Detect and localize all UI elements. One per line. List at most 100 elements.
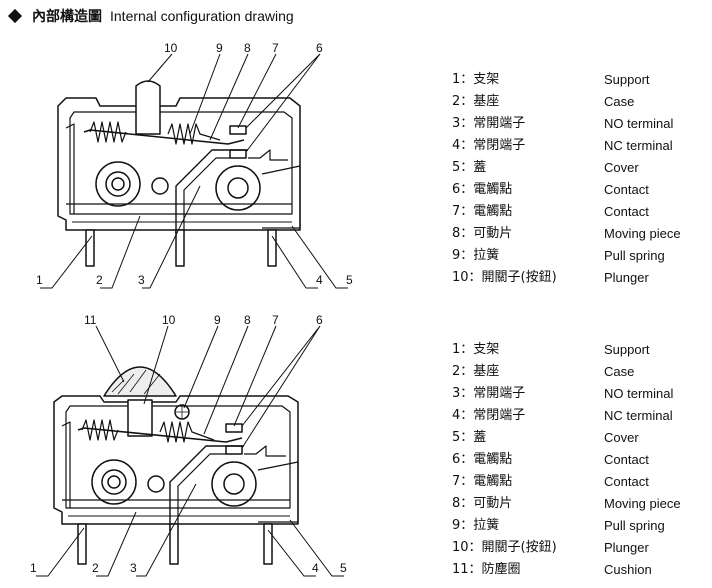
nc-terminal-bracket xyxy=(248,149,288,161)
support-1 xyxy=(65,123,75,214)
inner-chamber xyxy=(69,111,293,215)
legend-1: 1：支架 Support 2：基座 Case 3：常開端子 NO termina… xyxy=(452,70,708,290)
legend-part-en: Plunger xyxy=(604,270,649,285)
legend-row: 7：電觸點 Contact xyxy=(452,472,708,492)
legend-row: 8：可動片 Moving piece xyxy=(452,224,708,244)
pull-spring-right xyxy=(167,123,221,145)
legend-row: 7：電觸點 Contact xyxy=(452,202,708,222)
switch-diagram-2: 11 10 9 8 7 6 1 2 3 4 5 xyxy=(30,313,347,577)
callout-1: 1 xyxy=(36,273,43,287)
terminal-leg-1 xyxy=(85,229,95,267)
callout-10: 10 xyxy=(164,41,178,55)
legend-part-zh: 8：可動片 xyxy=(452,226,513,241)
legend-part-zh: 6：電觸點 xyxy=(452,182,513,197)
legend-part-en: Case xyxy=(604,364,635,379)
rivet-left xyxy=(91,459,137,505)
callout-2: 2 xyxy=(96,273,103,287)
legend-part-zh: 1：支架 xyxy=(452,72,500,87)
legend-part-zh: 3：常開端子 xyxy=(452,116,526,131)
callout-3: 3 xyxy=(130,561,137,575)
header-title-en: Internal configuration drawing xyxy=(110,8,294,24)
legend-part-zh: 1：支架 xyxy=(452,342,500,357)
moving-piece-8 xyxy=(83,129,245,145)
terminal-leg-4 xyxy=(263,523,273,565)
legend-part-zh: 11：防塵圈 xyxy=(452,562,521,577)
legend-part-zh: 5：蓋 xyxy=(452,160,487,175)
legend-part-zh: 6：電觸點 xyxy=(452,452,513,467)
legend-part-en: Plunger xyxy=(604,540,649,555)
callout-2: 2 xyxy=(92,561,99,575)
housing-outline xyxy=(53,395,299,525)
legend-2: 1：支架 Support 2：基座 Case 3：常開端子 NO termina… xyxy=(452,340,708,582)
legend-part-zh: 7：電觸點 xyxy=(452,204,513,219)
support-1 xyxy=(61,421,71,508)
legend-part-zh: 5：蓋 xyxy=(452,430,487,445)
legend-row: 11：防塵圈 Cushion xyxy=(452,560,708,580)
legend-row: 9：拉簧 Pull spring xyxy=(452,246,708,266)
callout-4: 4 xyxy=(316,273,323,287)
legend-row: 1：支架 Support xyxy=(452,70,708,90)
legend-row: 5：蓋 Cover xyxy=(452,158,708,178)
switch-diagram-1: 10 9 8 7 6 1 2 3 4 5 xyxy=(36,41,353,289)
legend-row: 3：常開端子 NO terminal xyxy=(452,384,708,404)
legend-row: 4：常閉端子 NC terminal xyxy=(452,136,708,156)
callout-3: 3 xyxy=(138,273,145,287)
rivet-right xyxy=(215,165,261,211)
contact-7 xyxy=(225,423,243,433)
legend-part-zh: 8：可動片 xyxy=(452,496,513,511)
legend-row: 3：常開端子 NO terminal xyxy=(452,114,708,134)
callout-9: 9 xyxy=(214,313,221,327)
legend-row: 9：拉簧 Pull spring xyxy=(452,516,708,536)
callout-5: 5 xyxy=(346,273,353,287)
legend-row: 6：電觸點 Contact xyxy=(452,180,708,200)
legend-part-en: Pull spring xyxy=(604,518,665,533)
legend-part-en: Moving piece xyxy=(604,496,681,511)
legend-part-en: Case xyxy=(604,94,635,109)
no-terminal-strip xyxy=(169,445,244,530)
page-header: 內部構造圖 Internal configuration drawing xyxy=(7,4,294,28)
rivet-left xyxy=(95,161,141,207)
legend-part-en: Cover xyxy=(604,430,639,445)
terminal-leg-4 xyxy=(267,229,277,267)
legend-row: 10：開關子(按鈕) Plunger xyxy=(452,268,708,288)
legend-part-en: Cushion xyxy=(604,562,652,577)
callout-6: 6 xyxy=(316,41,323,55)
rivet-small xyxy=(151,177,169,195)
legend-part-zh: 10：開關子(按鈕) xyxy=(452,270,557,285)
callout-8: 8 xyxy=(244,41,251,55)
legend-part-zh: 3：常開端子 xyxy=(452,386,526,401)
legend-part-en: Contact xyxy=(604,204,649,219)
legend-part-en: Support xyxy=(604,342,650,357)
callout-5: 5 xyxy=(340,561,347,575)
legend-row: 2：基座 Case xyxy=(452,92,708,112)
legend-part-zh: 4：常閉端子 xyxy=(452,138,526,153)
rivet-small xyxy=(147,475,165,493)
legend-part-zh: 9：拉簧 xyxy=(452,518,500,533)
callout-8: 8 xyxy=(244,313,251,327)
inner-chamber xyxy=(65,405,291,509)
contact-6 xyxy=(225,445,243,455)
housing-outline xyxy=(57,97,301,231)
terminal-leg-1 xyxy=(77,523,87,565)
pull-spring-right xyxy=(159,421,215,443)
callout-9: 9 xyxy=(216,41,223,55)
callout-10: 10 xyxy=(162,313,176,327)
contact-6 xyxy=(229,149,247,159)
rivet-right xyxy=(211,461,257,507)
cover-5 xyxy=(257,461,299,523)
header-title-zh: 內部構造圖 xyxy=(32,9,102,25)
legend-part-en: Contact xyxy=(604,182,649,197)
legend-row: 5：蓋 Cover xyxy=(452,428,708,448)
legend-part-zh: 2：基座 xyxy=(452,364,500,379)
callout-7: 7 xyxy=(272,313,279,327)
callout-4: 4 xyxy=(312,561,319,575)
legend-part-en: Pull spring xyxy=(604,248,665,263)
legend-row: 4：常閉端子 NC terminal xyxy=(452,406,708,426)
callout-11: 11 xyxy=(84,313,97,327)
legend-part-en: Support xyxy=(604,72,650,87)
callout-6: 6 xyxy=(316,313,323,327)
legend-part-en: Contact xyxy=(604,474,649,489)
legend-part-en: NC terminal xyxy=(604,138,673,153)
cushion-11 xyxy=(103,366,177,397)
legend-part-en: Cover xyxy=(604,160,639,175)
